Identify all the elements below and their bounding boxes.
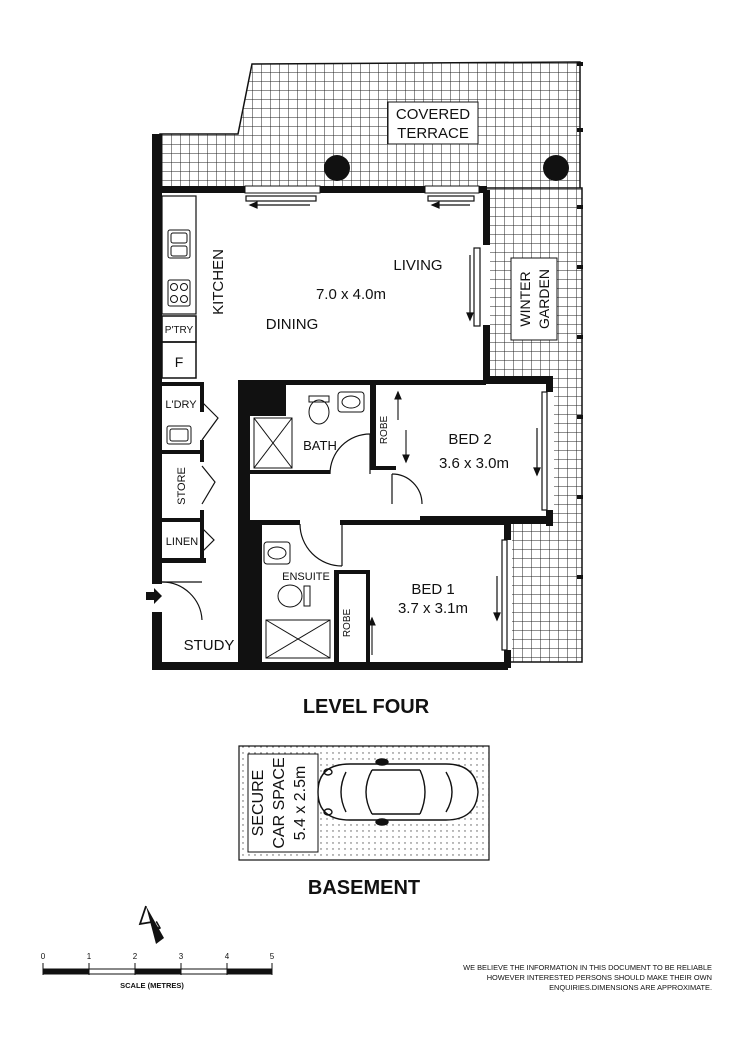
scale-tick-2: 2 — [133, 952, 138, 961]
ensuite-label: ENSUITE — [282, 571, 330, 583]
scale-tick-3: 3 — [179, 952, 184, 961]
car-icon — [317, 758, 479, 826]
car-space-line1: SECURE — [250, 770, 267, 837]
winter-garden-label-box — [510, 257, 558, 341]
north-arrow-icon: N — [138, 905, 164, 944]
terrace-label-line2: TERRACE — [397, 125, 469, 142]
basement-title: BASEMENT — [308, 877, 420, 899]
terrace-edge-marks — [577, 62, 583, 579]
bed2-dims-label: 3.6 x 3.0m — [439, 455, 509, 472]
winter-garden-label-line1: WINTER — [517, 271, 533, 326]
robe-bed2-label: ROBE — [379, 416, 390, 445]
terrace-label-box — [387, 101, 479, 145]
living-dims-label: 7.0 x 4.0m — [316, 286, 386, 303]
bath-label: BATH — [303, 438, 337, 453]
terrace-column — [543, 155, 569, 181]
scale-tick-4: 4 — [225, 952, 230, 961]
linen-label: LINEN — [166, 536, 198, 548]
scale-bar: 0 1 2 3 4 5 SCALE (METRES) — [41, 952, 275, 990]
kitchen-fixtures — [166, 229, 192, 445]
car-space-line2: CAR SPACE — [271, 757, 288, 848]
terrace-column — [324, 155, 350, 181]
store-label: STORE — [176, 467, 188, 505]
kitchen-label: KITCHEN — [210, 249, 227, 315]
living-label: LIVING — [393, 257, 442, 274]
bathroom-fixtures — [253, 391, 365, 659]
scale-tick-1: 1 — [87, 952, 92, 961]
study-label: STUDY — [184, 637, 235, 654]
entry-arrow-icon — [146, 588, 162, 604]
pantry-label: P'TRY — [165, 325, 194, 336]
sliding-door-arrows — [245, 195, 548, 651]
fridge-label: F — [175, 354, 184, 370]
scale-label: SCALE (METRES) — [120, 981, 184, 990]
level-title: LEVEL FOUR — [303, 696, 430, 718]
compass-letter: N — [149, 918, 164, 934]
winter-garden-label-line2: GARDEN — [536, 269, 552, 329]
bed2-label: BED 2 — [448, 431, 491, 448]
laundry-label: L'DRY — [165, 399, 197, 411]
covered-terrace-area — [159, 61, 581, 191]
car-space-line3: 5.4 x 2.5m — [292, 766, 309, 841]
terrace-label-line1: COVERED — [396, 106, 470, 123]
bed1-dims-label: 3.7 x 3.1m — [398, 600, 468, 617]
disclaimer-text: WE BELIEVE THE INFORMATION IN THIS DOCUM… — [463, 963, 712, 992]
dining-label: DINING — [266, 316, 319, 333]
bed1-label: BED 1 — [411, 581, 454, 598]
scale-tick-5: 5 — [270, 952, 275, 961]
door-swings — [161, 401, 423, 621]
robe-bed1-label: ROBE — [342, 609, 353, 638]
robe-door-arrows — [368, 390, 410, 655]
scale-tick-0: 0 — [41, 952, 46, 961]
